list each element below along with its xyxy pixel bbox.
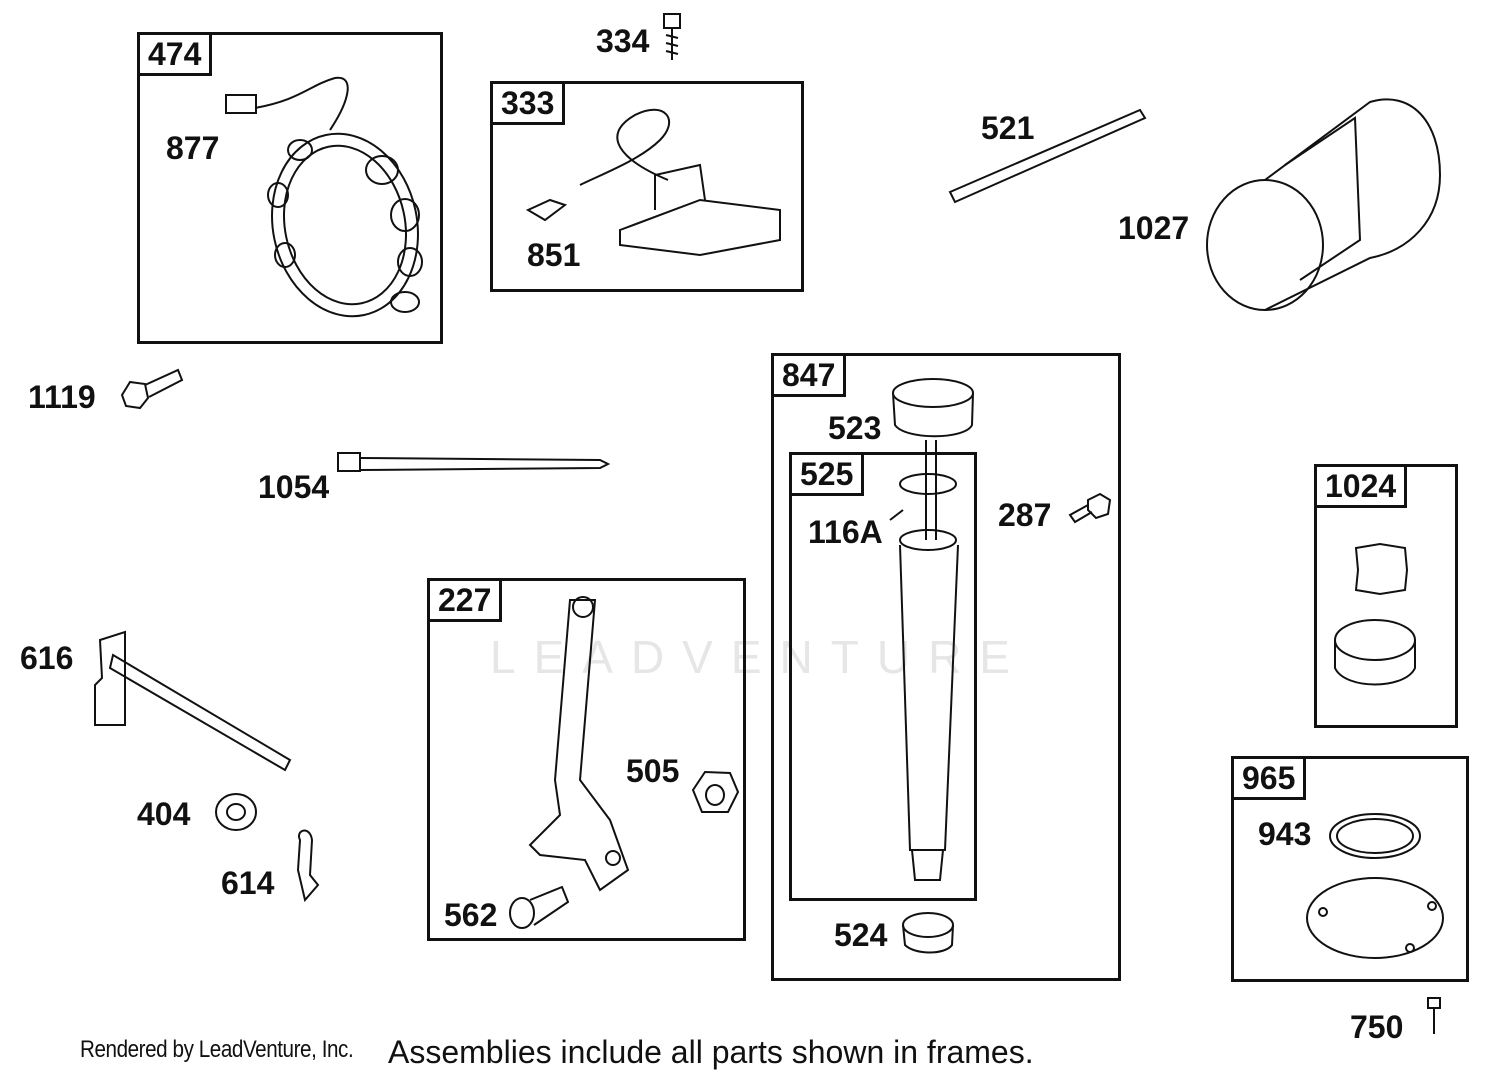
frame-label-227[interactable]: 227	[427, 578, 503, 622]
part-label-851[interactable]: 851	[527, 237, 581, 273]
part-label-943[interactable]: 943	[1258, 816, 1312, 852]
screw-562-drawing	[509, 885, 570, 929]
part-label-616[interactable]: 616	[20, 640, 74, 676]
frame-label-847[interactable]: 847	[771, 353, 847, 397]
part-label-523[interactable]: 523	[828, 410, 882, 446]
frame-label-1024[interactable]: 1024	[1314, 464, 1408, 508]
screw-287-drawing	[1068, 492, 1112, 524]
frame-227: 227	[427, 578, 746, 941]
pin-614-drawing	[296, 829, 320, 903]
stator-drawing	[225, 76, 423, 318]
screw-750-drawing	[1427, 997, 1441, 1034]
part-label-614[interactable]: 614	[221, 865, 275, 901]
watermark-text: LEADVENTURE	[490, 631, 1028, 683]
washer-404-drawing	[215, 793, 257, 831]
part-label-505[interactable]: 505	[626, 753, 680, 789]
part-label-521[interactable]: 521	[981, 110, 1035, 146]
frame-label-474[interactable]: 474	[137, 32, 213, 76]
ignition-coil-drawing	[525, 108, 781, 257]
governor-lever-drawing	[528, 596, 630, 892]
frame-474: 474	[137, 32, 443, 344]
nut-505-drawing	[691, 770, 740, 813]
frame-965: 965	[1231, 756, 1469, 982]
part-label-1027[interactable]: 1027	[1118, 210, 1190, 246]
oil-filter-drawing	[1206, 98, 1442, 311]
part-label-562[interactable]: 562	[444, 897, 498, 933]
part-label-750[interactable]: 750	[1350, 1009, 1404, 1045]
bolt-1119-drawing	[120, 368, 184, 410]
frame-label-525[interactable]: 525	[789, 452, 865, 496]
frame-847: 847	[771, 353, 1121, 981]
part-label-1119[interactable]: 1119	[28, 379, 96, 415]
part-label-334[interactable]: 334	[596, 23, 650, 59]
oil-pump-rotor-drawing	[1334, 542, 1416, 686]
part-label-287[interactable]: 287	[998, 497, 1052, 533]
part-label-524[interactable]: 524	[834, 917, 888, 953]
footer-note: Assemblies include all parts shown in fr…	[388, 1034, 1034, 1070]
part-label-877[interactable]: 877	[166, 130, 220, 166]
part-label-404[interactable]: 404	[137, 796, 191, 832]
frame-label-965[interactable]: 965	[1231, 756, 1307, 800]
frame-1024: 1024	[1314, 464, 1458, 728]
frame-525: 525	[789, 452, 977, 901]
dipstick-drawing	[889, 378, 974, 954]
cable-tie-drawing	[337, 452, 611, 472]
cover-gasket-drawing	[1306, 813, 1444, 959]
tube-521-drawing	[948, 108, 1147, 204]
part-label-116a[interactable]: 116A	[808, 514, 883, 550]
footer-credit: Rendered by LeadVenture, Inc.	[80, 1036, 354, 1063]
part-label-1054[interactable]: 1054	[258, 469, 330, 505]
screw-334-drawing	[663, 13, 681, 60]
link-rod-drawing	[94, 630, 292, 772]
frame-label-333[interactable]: 333	[490, 81, 566, 125]
frame-333: 333	[490, 81, 804, 292]
